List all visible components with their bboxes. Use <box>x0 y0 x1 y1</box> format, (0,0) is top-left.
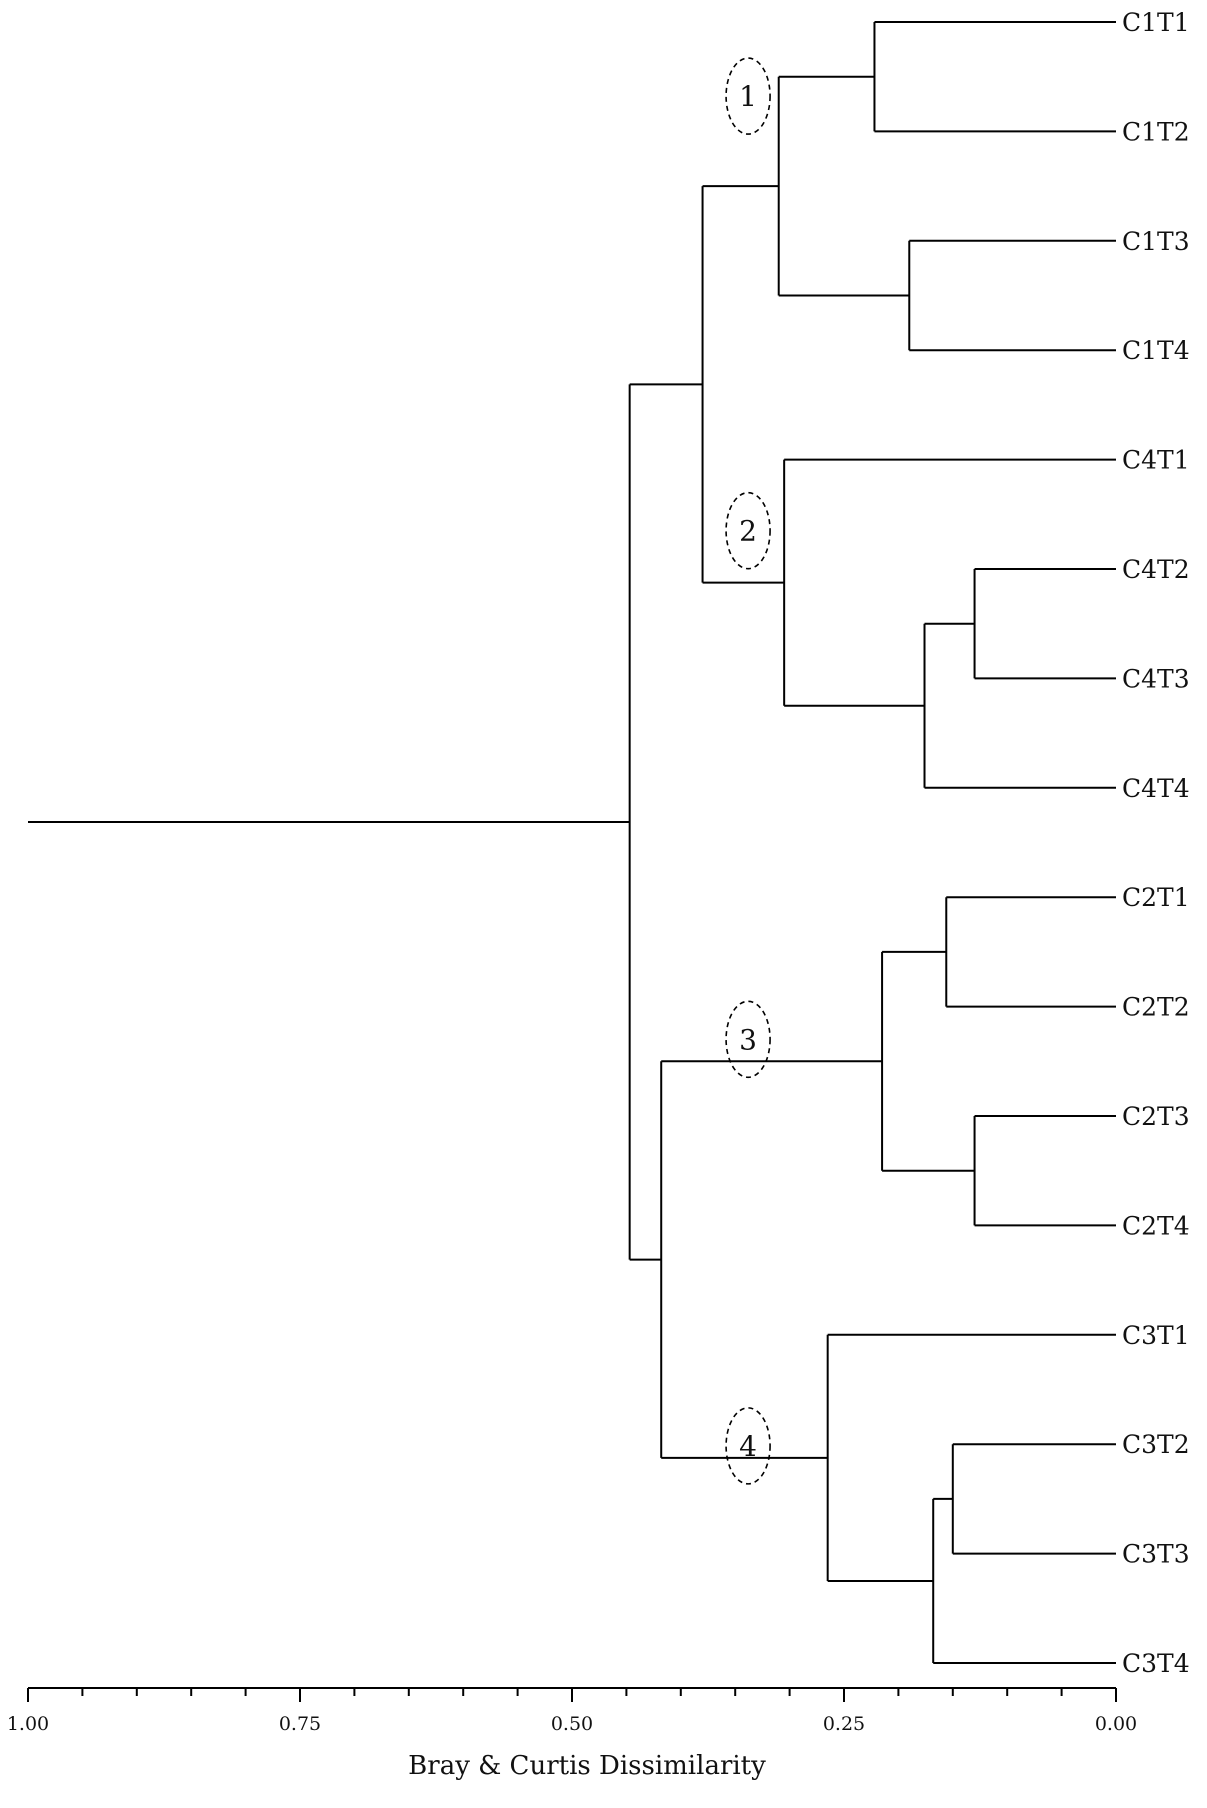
leaf-label: C4T2 <box>1122 555 1190 584</box>
cluster-ellipse <box>725 1000 771 1079</box>
tick-label: 0.75 <box>279 1713 321 1735</box>
leaf-label: C2T4 <box>1122 1211 1190 1240</box>
leaf-labels: C1T1C1T2C1T3C1T4C4T1C4T2C4T3C4T4C2T1C2T2… <box>1122 8 1190 1678</box>
leaf-label: C4T4 <box>1122 774 1190 803</box>
leaf-label: C3T1 <box>1122 1321 1190 1350</box>
x-axis-ticks: 1.00 0.75 0.50 0.25 0.00 <box>7 1688 1137 1735</box>
leaf-label: C1T1 <box>1122 8 1190 37</box>
cluster-label: 1 <box>739 80 757 113</box>
tick-label: 0.25 <box>823 1713 865 1735</box>
leaf-label: C4T3 <box>1122 664 1190 693</box>
cluster-label: 4 <box>739 1430 757 1463</box>
cluster-ellipse <box>725 491 771 570</box>
cluster-markers: 1 2 3 4 <box>725 57 771 1485</box>
leaf-label: C2T3 <box>1122 1102 1190 1131</box>
x-axis-title: Bray & Curtis Dissimilarity <box>408 1751 766 1781</box>
tick-label: 1.00 <box>7 1713 49 1735</box>
leaf-label: C2T1 <box>1122 883 1190 912</box>
leaf-label: C3T2 <box>1122 1430 1190 1459</box>
leaf-label: C1T4 <box>1122 336 1190 365</box>
leaf-label: C3T3 <box>1122 1540 1190 1569</box>
leaf-label: C4T1 <box>1122 446 1190 475</box>
cluster-ellipse <box>725 1407 771 1485</box>
cluster-label: 2 <box>739 515 757 548</box>
leaf-label: C1T3 <box>1122 227 1190 256</box>
tick-label: 0.50 <box>551 1713 593 1735</box>
leaf-label: C1T2 <box>1122 117 1190 146</box>
leaf-label: C2T2 <box>1122 993 1190 1022</box>
cluster-label: 3 <box>739 1023 757 1056</box>
cluster-ellipse <box>725 57 771 135</box>
leaf-label: C3T4 <box>1122 1649 1190 1678</box>
tick-label: 0.00 <box>1095 1713 1137 1735</box>
x-axis: 1.00 0.75 0.50 0.25 0.00 Bray & Curtis Dissi… <box>7 1687 1137 1781</box>
dendrogram-branches <box>28 21 1116 1664</box>
